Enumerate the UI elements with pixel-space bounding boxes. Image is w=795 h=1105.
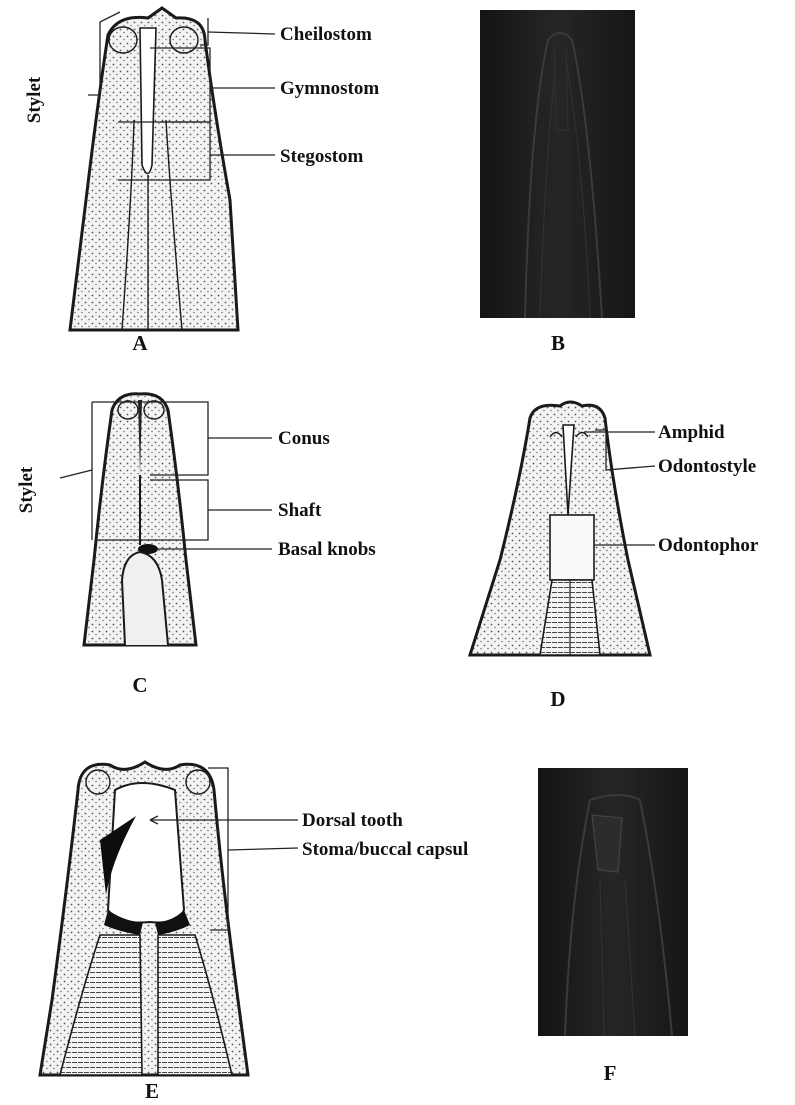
gymnostom-label: Gymnostom bbox=[280, 78, 379, 99]
stegostom-label: Stegostom bbox=[280, 146, 364, 167]
shaft-label: Shaft bbox=[278, 500, 322, 521]
basal-knobs-label: Basal knobs bbox=[278, 539, 376, 560]
panel-d-drawing bbox=[470, 402, 650, 655]
panel-a-drawing bbox=[70, 8, 238, 330]
panel-letter-c: C bbox=[132, 673, 147, 697]
panel-e-drawing bbox=[40, 762, 248, 1075]
stylet-label-a: Stylet bbox=[24, 76, 45, 123]
panel-f-micrograph bbox=[538, 768, 688, 1036]
cheilostom-label: Cheilostom bbox=[280, 24, 372, 45]
conus-label: Conus bbox=[278, 428, 330, 449]
panel-b-micrograph bbox=[480, 10, 635, 318]
dorsal-tooth-label: Dorsal tooth bbox=[302, 810, 403, 831]
panel-letter-e: E bbox=[145, 1079, 159, 1103]
amphid-label: Amphid bbox=[658, 422, 725, 443]
odontostyle-label: Odontostyle bbox=[658, 456, 756, 477]
panel-letter-d: D bbox=[550, 687, 565, 711]
panel-letter-f: F bbox=[604, 1061, 617, 1085]
stylet-label-c: Stylet bbox=[16, 466, 37, 513]
odontophor-label: Odontophor bbox=[658, 535, 759, 556]
panel-letter-a: A bbox=[132, 331, 148, 355]
panel-letter-b: B bbox=[551, 331, 565, 355]
panel-c-drawing bbox=[84, 394, 196, 645]
stoma-buccal-capsul-label: Stoma/buccal capsul bbox=[302, 839, 468, 860]
